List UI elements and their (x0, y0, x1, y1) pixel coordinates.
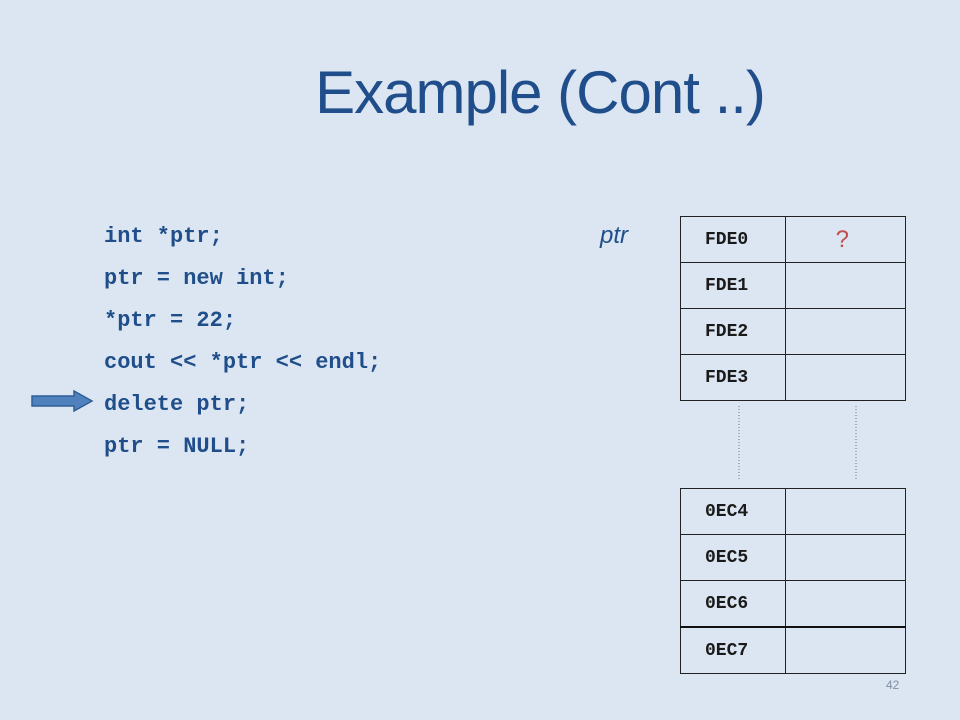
slide-title: Example (Cont ..) (315, 59, 766, 126)
memory-address: 0EC4 (680, 489, 786, 534)
code-line: int *ptr; (104, 224, 223, 249)
pointer-label: ptr (600, 222, 629, 249)
memory-cell: 0EC5 (680, 535, 906, 581)
memory-value (786, 535, 906, 580)
memory-cell: FDE3 (680, 355, 906, 401)
memory-value (786, 355, 906, 400)
right-arrow-icon (30, 389, 94, 417)
memory-address: 0EC7 (680, 628, 786, 673)
memory-cell: FDE1 (680, 263, 906, 309)
memory-address: FDE1 (680, 263, 786, 308)
code-listing: int *ptr; ptr = new int; *ptr = 22; cout… (104, 220, 381, 472)
memory-cell: 0EC4 (680, 488, 906, 535)
memory-address: 0EC5 (680, 535, 786, 580)
code-line: ptr = NULL; (104, 434, 250, 459)
memory-value (786, 263, 906, 308)
memory-gap-indicator (738, 406, 857, 480)
code-line: *ptr = 22; (104, 308, 237, 333)
memory-address: FDE3 (680, 355, 786, 400)
code-line: cout << *ptr << endl; (104, 350, 382, 375)
memory-address: FDE2 (680, 309, 786, 354)
memory-value (786, 309, 906, 354)
code-line: ptr = new int; (104, 266, 289, 291)
memory-address: FDE0 (680, 217, 786, 262)
memory-value (786, 628, 906, 673)
memory-cell: 0EC7 (680, 628, 906, 674)
memory-table-top: FDE0 ? FDE1 FDE2 FDE3 (680, 216, 906, 401)
page-number: 42 (886, 678, 900, 692)
memory-value (786, 489, 906, 534)
memory-cell: 0EC6 (680, 581, 906, 628)
memory-table-bottom: 0EC4 0EC5 0EC6 0EC7 (680, 488, 906, 674)
code-line-current: delete ptr; (104, 392, 250, 417)
memory-cell: FDE0 ? (680, 216, 906, 263)
memory-value: ? (786, 217, 906, 262)
memory-value (786, 581, 906, 626)
memory-address: 0EC6 (680, 581, 786, 626)
memory-cell: FDE2 (680, 309, 906, 355)
